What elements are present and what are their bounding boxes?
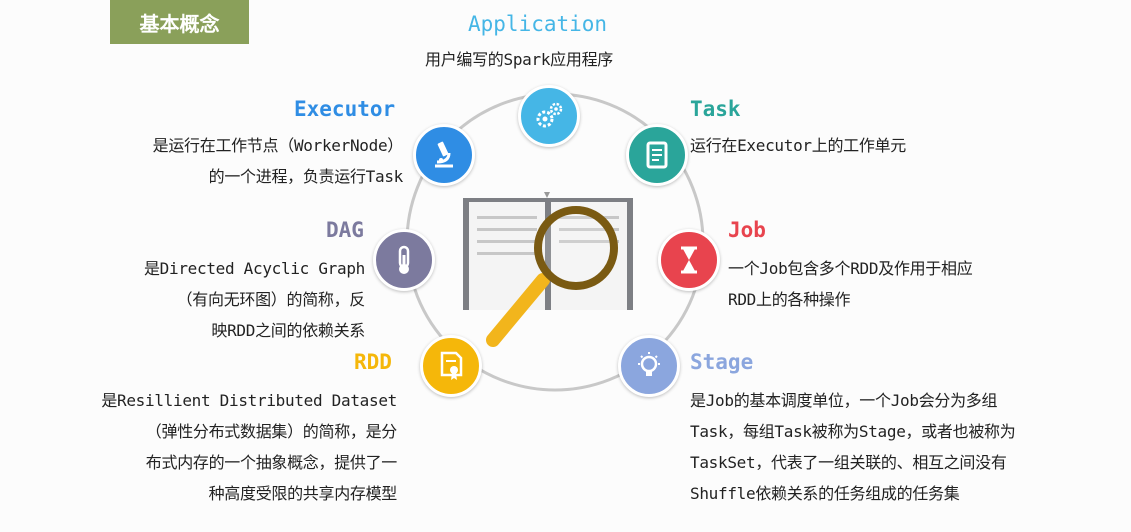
executor-desc: 是运行在工作节点（WorkerNode） 的一个进程，负责运行Task: [152, 130, 404, 192]
dag-node: [373, 229, 435, 291]
dag-desc: 是Directed Acyclic Graph （有向无环图）的简称，反 映RD…: [144, 253, 365, 346]
executor-desc-line: 的一个进程，负责运行Task: [208, 167, 404, 186]
task-node: [626, 124, 688, 186]
dag-desc-line: 是Directed Acyclic Graph: [143, 259, 365, 278]
lightbulb-icon: [638, 352, 660, 376]
rdd-title: RDD: [354, 350, 392, 374]
executor-node: [413, 124, 475, 186]
stage-desc-line: 是Job的基本调度单位，一个Job会分为多组: [690, 391, 998, 410]
job-desc-line: RDD上的各种操作: [728, 290, 851, 309]
stage-desc-line: TaskSet，代表了一组关联的、相互之间没有: [690, 453, 1007, 472]
application-desc: 用户编写的Spark应用程序: [425, 50, 613, 69]
dag-title: DAG: [326, 218, 364, 242]
job-title: Job: [728, 218, 766, 242]
rdd-desc-line: 种高度受限的共享内存模型: [208, 484, 398, 503]
magnifier-book-icon: [463, 192, 633, 347]
rdd-desc: 是Resillient Distributed Dataset （弹性分布式数据…: [101, 385, 397, 509]
dag-desc-line: （有向无环图）的简称，反: [176, 290, 366, 309]
application-title: Application: [468, 12, 608, 36]
rdd-desc-line: 布式内存的一个抽象概念，提供了一: [145, 453, 398, 472]
section-badge: 基本概念: [110, 0, 249, 44]
thermometer-icon: [398, 245, 410, 274]
stage-desc-line: Task，每组Task被称为Stage，或者也被称为: [690, 422, 1016, 441]
task-desc: 运行在Executor上的工作单元: [690, 130, 906, 161]
certificate-icon: [440, 351, 463, 380]
job-node: [658, 229, 720, 291]
stage-desc-line: Shuffle依赖关系的任务组成的任务集: [690, 484, 960, 503]
task-title: Task: [690, 97, 741, 121]
dag-desc-line: 映RDD之间的依赖关系: [211, 321, 365, 340]
stage-desc: 是Job的基本调度单位，一个Job会分为多组 Task，每组Task被称为Sta…: [690, 385, 1016, 509]
job-desc: 一个Job包含多个RDD及作用于相应 RDD上的各种操作: [728, 253, 973, 315]
stage-node: [618, 335, 680, 397]
rdd-desc-line: （弹性分布式数据集）的简称，是分: [145, 422, 398, 441]
microscope-icon: [435, 141, 453, 168]
task-desc-line: 运行在Executor上的工作单元: [690, 136, 906, 155]
notebook-icon: [646, 141, 668, 169]
executor-title: Executor: [294, 97, 396, 121]
stage-title: Stage: [690, 350, 754, 374]
job-desc-line: 一个Job包含多个RDD及作用于相应: [728, 259, 973, 278]
hourglass-icon: [681, 246, 697, 274]
rdd-node: [420, 335, 482, 397]
gears-icon: [536, 102, 563, 128]
executor-desc-line: 是运行在工作节点（WorkerNode）: [152, 136, 404, 155]
rdd-desc-line: 是Resillient Distributed Dataset: [101, 391, 397, 410]
application-node: [518, 85, 580, 147]
